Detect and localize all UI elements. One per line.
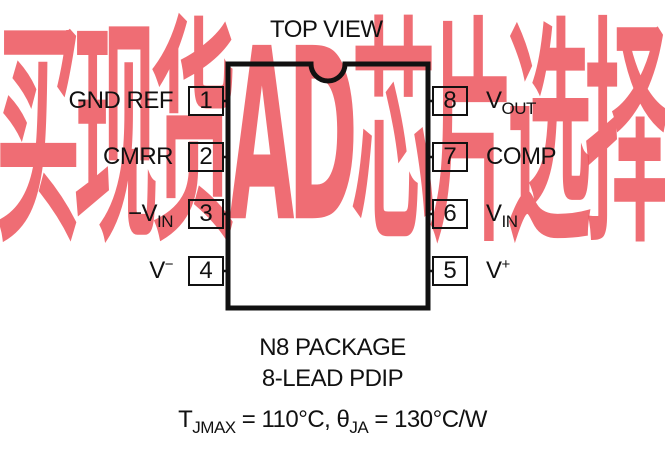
pin-6-label: VIN [486,200,518,231]
pin-8-number: 8 [432,86,468,116]
pin-4-label: V− [149,256,173,284]
thermal-spec: TJMAX = 110°C, θJA = 130°C/W [178,406,487,437]
pin-8-label: VOUT [486,87,536,118]
top-view-label: TOP VIEW [270,16,383,43]
watermark-text: 买现货AD芯片选择南皇电子 [0,1,665,277]
pin-5-number: 5 [432,256,468,286]
chip-body [225,61,431,311]
pin-6-number: 6 [432,199,468,229]
pin-1-number: 1 [188,86,224,116]
pin-3-label: −VIN [127,200,174,231]
pin-7-label: COMP [486,143,557,170]
package-name: N8 PACKAGE [259,334,406,361]
pin-2-number: 2 [188,142,224,172]
pin-1-label: GND REF [68,87,174,114]
pin-2-label: CMRR [103,143,174,170]
watermark-layer: 买现货AD芯片选择南皇电子 [0,1,665,277]
package-type: 8-LEAD PDIP [261,365,404,392]
pin-7-number: 7 [432,142,468,172]
pin-3-number: 3 [188,199,224,229]
pin-5-label: V+ [486,256,510,284]
pin-4-number: 4 [188,256,224,286]
